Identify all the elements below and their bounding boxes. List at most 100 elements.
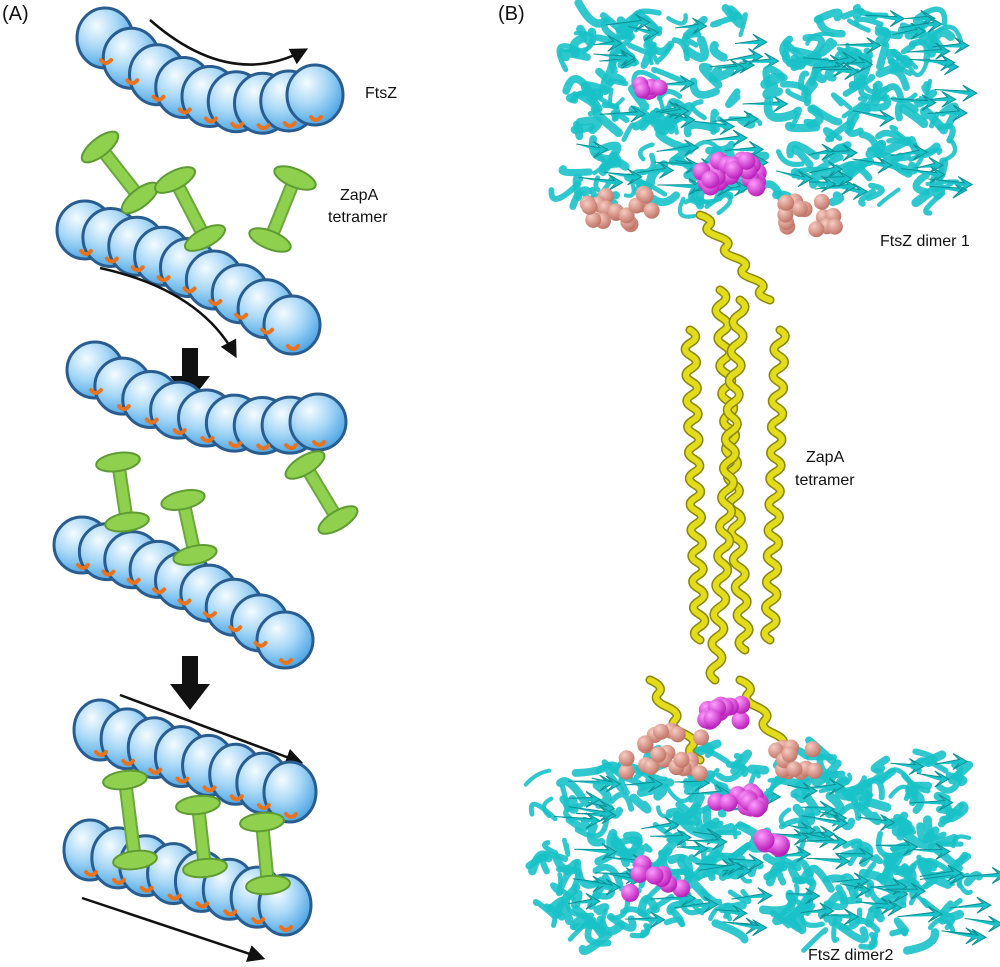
atom-sphere: [651, 79, 668, 96]
ribbon-segment: [825, 120, 855, 143]
beta-strand: [941, 927, 981, 945]
ribbon-segment: [922, 828, 947, 843]
contact-mark: [202, 785, 217, 793]
ribbon-segment: [640, 45, 654, 69]
ribbon-segment: [809, 104, 843, 126]
ribbon-segment: [947, 760, 974, 785]
contact-mark: [175, 776, 190, 784]
zapa-rod: [170, 177, 210, 241]
ribbon-segment: [823, 913, 843, 927]
beta-strand: [808, 160, 844, 178]
ribbon-segment: [824, 791, 845, 819]
atom-sphere: [804, 741, 821, 758]
ribbon-segment: [803, 118, 817, 127]
bundle-top-arrow: [119, 693, 304, 766]
contact-mark: [151, 94, 166, 102]
contact-mark: [182, 286, 197, 294]
contact-mark: [111, 877, 126, 885]
ftsz-filament: [55, 199, 322, 356]
atom-sphere: [693, 729, 710, 746]
ribbon-segment: [648, 191, 681, 207]
beta-strand: [799, 778, 845, 795]
ribbon-segment: [727, 5, 743, 22]
beta-strand: [839, 881, 872, 899]
ribbon-segment: [710, 15, 734, 28]
ribbon-segment: [854, 16, 884, 27]
ribbon-segment: [839, 873, 860, 899]
panel-a-label: (A): [2, 3, 29, 25]
beta-strand: [714, 904, 748, 922]
zapa-head: [154, 166, 196, 194]
panel-b: (B) FtsZ dimer 1 ZapA tetramer FtsZ dime…: [498, 0, 1000, 964]
atom-sphere: [673, 751, 690, 768]
zapa-head: [112, 849, 158, 871]
interface-spheres: [579, 76, 843, 902]
ribbon-segment: [886, 867, 910, 886]
ribbon-segment: [942, 137, 958, 162]
ribbon-segment: [557, 872, 563, 895]
beta-strand: [801, 814, 849, 832]
contact-mark: [144, 417, 159, 425]
down-arrow-2: [170, 656, 210, 710]
zapa-label-line2: tetramer: [328, 209, 388, 226]
beta-strand: [722, 862, 753, 880]
beta-strand: [808, 143, 837, 161]
ftsz-filament: [72, 698, 318, 824]
ribbon-segment: [708, 66, 735, 83]
ribbon-segment: [541, 796, 554, 819]
beta-strand: [625, 911, 666, 929]
ribbon-segment: [874, 26, 890, 45]
ribbon-segment: [818, 772, 853, 794]
ribbon-segment: [858, 93, 892, 112]
ftsz-subunit: [262, 760, 318, 824]
beta-strand: [659, 102, 690, 120]
beta-strand: [772, 828, 810, 846]
beta-strand: [949, 896, 992, 914]
ribbon-segment: [876, 830, 912, 859]
beta-strand: [624, 775, 664, 793]
ribbon-segment: [532, 898, 558, 920]
beta-strand: [927, 104, 969, 122]
ribbon-segment: [671, 114, 679, 135]
ribbon-segment: [595, 67, 615, 86]
ribbon-segment: [852, 782, 873, 811]
contact-mark: [152, 587, 167, 595]
atom-sphere: [786, 761, 803, 778]
atom-sphere: [653, 723, 670, 740]
atom-sphere: [621, 883, 640, 902]
atom-sphere: [747, 799, 766, 818]
ftsz-subunit: [285, 63, 345, 127]
stage-1-ftsz-filament: [75, 6, 345, 135]
contact-mark: [253, 640, 268, 648]
beta-strand: [890, 94, 937, 112]
zapa-head: [248, 227, 292, 253]
beta-strand: [828, 51, 858, 69]
beta-strand: [656, 139, 700, 157]
atom-sphere: [806, 762, 823, 779]
contact-mark: [279, 925, 293, 932]
contact-mark: [234, 312, 249, 320]
ribbon-segment: [666, 13, 688, 26]
atom-sphere: [754, 830, 775, 851]
ribbon-segment: [683, 35, 709, 62]
ribbon-segment: [671, 37, 690, 62]
ribbon-segment: [738, 12, 748, 38]
ribbon-segment: [725, 88, 741, 108]
bundle-bottom-arrow: [81, 896, 266, 962]
beta-strand: [811, 60, 849, 77]
ribbon-segment: [704, 191, 734, 210]
contact-mark: [228, 441, 243, 449]
contact-mark: [204, 116, 218, 124]
beta-strand: [657, 178, 705, 196]
ribbon-segment: [790, 858, 815, 887]
zapa-rod: [265, 176, 300, 242]
zapa-bridges: [102, 769, 291, 896]
beta-strand: [823, 170, 853, 188]
ribbon-segment: [573, 30, 595, 55]
ribbon-segment: [554, 901, 574, 926]
beta-strand: [820, 908, 860, 926]
contact-mark: [256, 803, 271, 811]
zapa-head: [245, 874, 291, 896]
contact-mark: [130, 265, 145, 273]
beta-strand: [664, 111, 696, 129]
